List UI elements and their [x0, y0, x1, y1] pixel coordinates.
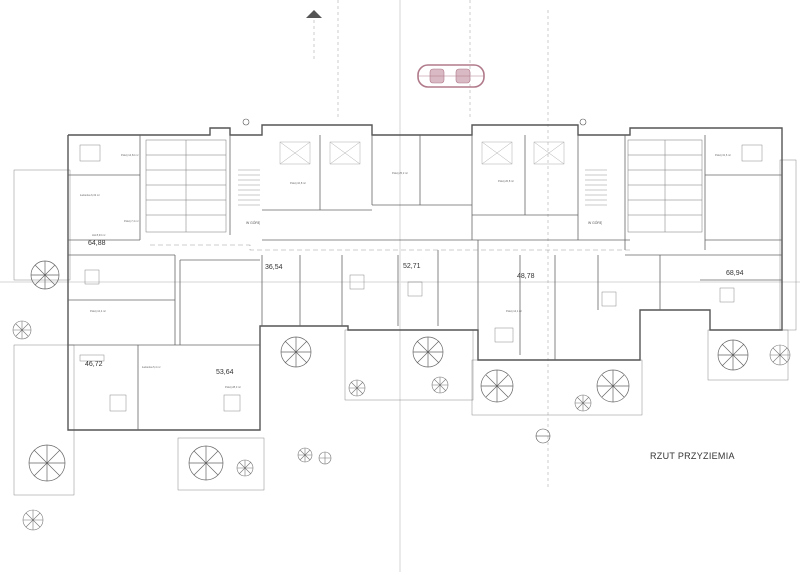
furniture — [79, 144, 763, 412]
storage-cells-left — [145, 139, 227, 233]
room-label-12: Pokój 14,1 m² — [506, 309, 522, 313]
stairwell-left — [238, 169, 260, 206]
room-label-1: Pokój 14,64 m² — [121, 153, 139, 157]
unit-area-5: 52,71 — [403, 263, 421, 270]
room-label-8: Pokój 31,6 m² — [715, 153, 731, 157]
drawing-title: RZUT PRZYZIEMIA — [650, 451, 735, 461]
room-label-11: Pokój 28,3 m² — [225, 385, 241, 389]
terraces — [13, 159, 797, 496]
unit-area-2: 46,72 — [85, 361, 103, 368]
room-label-4: Hol 8,33 m² — [92, 233, 106, 237]
unit-area-4: 53,64 — [216, 369, 234, 376]
room-label-7: Pokój 20,8 m² — [498, 179, 514, 183]
room-label-3: Pokój 7,4 m² — [124, 219, 139, 223]
room-label-10: Łazienka 5,4 m² — [142, 365, 161, 369]
outer-walls — [67, 124, 783, 431]
unit-area-6: 48,78 — [517, 273, 535, 280]
room-label-6: Pokój 25,2 m² — [392, 171, 408, 175]
stairwell-right — [585, 169, 607, 206]
interior-walls — [68, 135, 782, 430]
shaft-boxes — [279, 141, 565, 165]
unit-area-3: 36,54 — [265, 264, 283, 271]
unit-area-1: 64,88 — [88, 240, 106, 247]
storage-cells-right — [627, 139, 703, 233]
room-label-9: Pokój 12,4 m² — [90, 309, 106, 313]
unit-area-7: 68,94 — [726, 270, 744, 277]
room-label-2: Łazienka 6,32 m² — [80, 193, 100, 197]
tree-icons — [12, 320, 791, 531]
gate-marker-icon — [242, 118, 587, 126]
section-marker-icon — [535, 428, 551, 444]
stair-label-right: W GÓRĘ — [588, 220, 603, 225]
north-arrow-icon — [306, 10, 322, 18]
stair-label-left: W GÓRĘ — [246, 220, 261, 225]
corridor-axis — [150, 244, 630, 251]
room-label-5: Pokój 10,8 m² — [290, 181, 306, 185]
car-icon — [417, 64, 485, 88]
parasol-icons — [28, 260, 749, 482]
